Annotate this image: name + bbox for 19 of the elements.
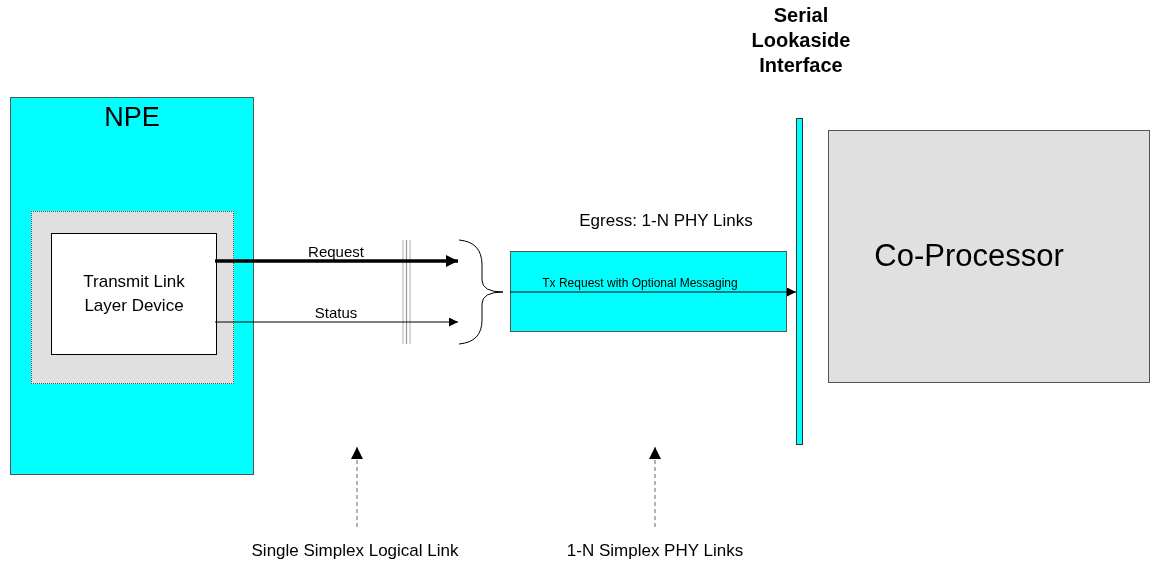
arrow — [509, 287, 797, 297]
dotted-region — [31, 211, 234, 384]
caption-text: Single Simplex Logical Link — [205, 538, 505, 560]
arrow — [215, 255, 458, 267]
arrow — [214, 317, 459, 327]
edge-label: Tx Request with Optional Messaging — [542, 277, 738, 289]
device-label: Transmit Link Layer Device — [82, 271, 186, 317]
pointer-arrow — [649, 446, 661, 528]
edge-label: Request — [308, 243, 364, 259]
egress-title: Egress: 1-N PHY Links — [578, 210, 754, 232]
coprocessor-label: Co-Processor — [874, 237, 1065, 276]
caption-text: 1-N Simplex PHY Links — [505, 538, 805, 560]
npe-block — [10, 97, 254, 475]
interface-title: Serial Lookaside Interface — [750, 3, 852, 78]
block-title: NPE — [103, 101, 161, 133]
coprocessor-box — [828, 130, 1150, 383]
edge-label: Status — [314, 304, 358, 320]
pointer-arrow — [351, 446, 363, 528]
device-box — [51, 233, 217, 355]
